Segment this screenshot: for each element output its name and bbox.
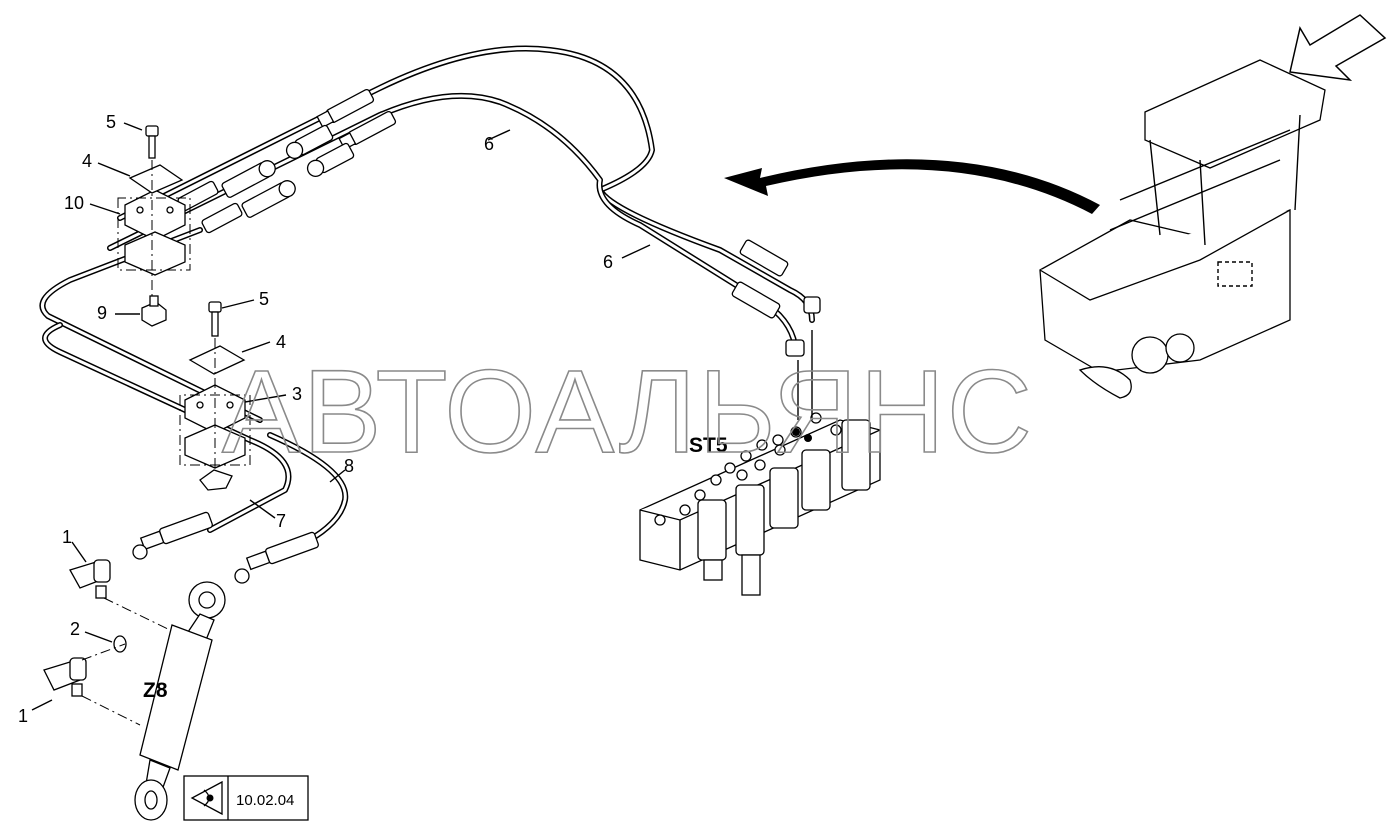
reference-code: 10.02.04 <box>236 792 294 809</box>
cylinder-z8 <box>134 581 226 821</box>
elbow-fitting-1-top <box>69 559 111 599</box>
elbow-fitting-1-bottom <box>43 657 87 697</box>
port-orings <box>654 412 842 526</box>
solenoid-coils <box>697 419 871 596</box>
callout-3: 3 <box>292 384 302 404</box>
cylinder-label: Z8 <box>143 679 168 702</box>
leader-lines <box>31 122 651 711</box>
eye-view-icon <box>190 780 223 816</box>
watermark-text: АВТОАЛЬЯНС <box>222 346 1034 478</box>
hose-fittings <box>132 88 821 584</box>
hose-6-upper <box>117 45 815 323</box>
washer-2 <box>113 635 127 653</box>
curved-arrow-icon <box>724 159 1100 214</box>
callout-10: 10 <box>64 193 84 213</box>
bolt-5-top <box>145 125 159 159</box>
callout-7: 7 <box>276 511 286 531</box>
nut-9 <box>141 295 167 327</box>
callout-8: 8 <box>344 456 354 476</box>
callout-1-top: 1 <box>62 527 72 547</box>
callout-5-mid: 5 <box>259 289 269 309</box>
view-direction-arrow-icon <box>1289 14 1387 82</box>
callout-2: 2 <box>70 619 80 639</box>
callout-6-top: 6 <box>484 134 494 154</box>
reference-box: 10.02.04 <box>183 775 309 821</box>
bolt-5-mid <box>208 301 222 337</box>
callout-4-mid: 4 <box>276 332 286 352</box>
valve-block-label: ST5 <box>689 434 728 457</box>
plate-washer <box>199 469 233 491</box>
callout-9: 9 <box>97 303 107 323</box>
plate-4-top <box>128 164 184 194</box>
plate-4-mid <box>188 345 246 375</box>
clamp-10 <box>117 189 191 276</box>
st5-label-bg <box>686 432 738 458</box>
callout-1-bottom: 1 <box>18 706 28 726</box>
callout-5-top: 5 <box>106 112 116 132</box>
paver-machine-illustration <box>1039 59 1326 399</box>
valve-block-st5 <box>639 330 881 596</box>
hose-8 <box>267 432 349 548</box>
callout-6-mid: 6 <box>603 252 613 272</box>
callout-4-top: 4 <box>82 151 92 171</box>
